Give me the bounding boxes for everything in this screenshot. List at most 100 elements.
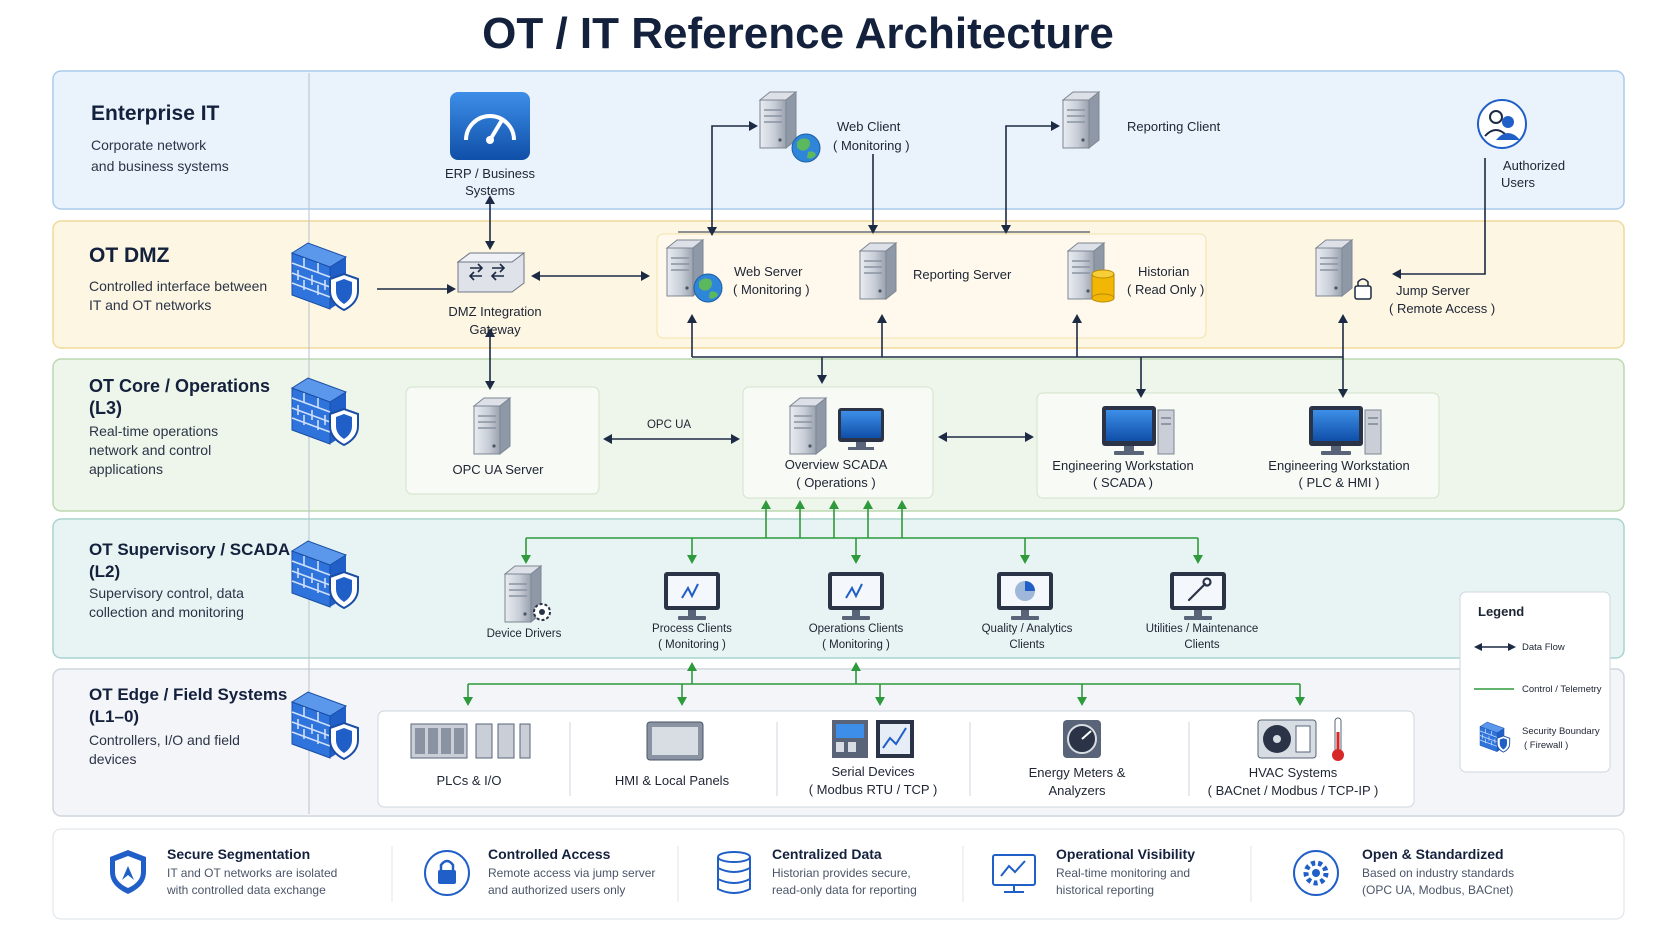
svg-text:Secure Segmentation: Secure Segmentation: [167, 846, 310, 862]
opc-ua-server-node[interactable]: OPC UA Server: [452, 397, 544, 477]
device-drivers-node[interactable]: Device Drivers: [487, 565, 562, 640]
web-server-node[interactable]: Web Server ( Monitoring ): [666, 239, 810, 303]
svg-text:Quality / Analytics: Quality / Analytics: [982, 623, 1073, 635]
svg-text:Authorized: Authorized: [1503, 158, 1565, 173]
hvac-systems-node[interactable]: HVAC Systems ( BACnet / Modbus / TCP-IP …: [1208, 717, 1379, 798]
feature-operational-visibility: Operational Visibility Real-time monitor…: [992, 846, 1195, 897]
svg-text:Historian provides secure,: Historian provides secure,: [772, 866, 911, 880]
web-client-node[interactable]: Web Client ( Monitoring ): [759, 91, 910, 163]
serial-devices-node[interactable]: Serial Devices ( Modbus RTU / TCP ): [809, 720, 938, 797]
globe-icon: [693, 273, 723, 303]
svg-text:Legend: Legend: [1478, 604, 1524, 619]
legend-boundary: Security Boundary ( Firewall ): [1479, 721, 1600, 753]
svg-text:( Firewall ): ( Firewall ): [1524, 740, 1568, 751]
opc-ua-link-label: OPC UA: [647, 419, 691, 431]
process-clients-node[interactable]: Process Clients ( Monitoring ): [652, 572, 732, 651]
svg-text:Centralized Data: Centralized Data: [772, 846, 882, 862]
svg-text:Historian: Historian: [1138, 264, 1189, 279]
gear-icon: [533, 603, 551, 621]
svg-text:OT DMZ: OT DMZ: [89, 244, 170, 267]
svg-text:Energy Meters &: Energy Meters &: [1029, 765, 1126, 780]
svg-text:( Remote Access ): ( Remote Access ): [1389, 301, 1495, 316]
serial-device-icon: [832, 720, 914, 758]
svg-text:( Modbus RTU / TCP ): ( Modbus RTU / TCP ): [809, 782, 938, 797]
quality-analytics-clients-node[interactable]: Quality / Analytics Clients: [982, 572, 1073, 651]
svg-text:Overview SCADA: Overview SCADA: [785, 457, 888, 472]
svg-text:Controlled Access: Controlled Access: [488, 846, 611, 862]
page-title: OT / IT Reference Architecture: [482, 9, 1114, 58]
svg-text:( Monitoring ): ( Monitoring ): [833, 138, 910, 153]
monitor-icon: [838, 408, 884, 450]
svg-text:Open & Standardized: Open & Standardized: [1362, 846, 1504, 862]
legend: Legend Data Flow Control / Telemetry Sec…: [1459, 591, 1611, 773]
svg-text:with controlled data exchange: with controlled data exchange: [166, 883, 326, 897]
reporting-server-node[interactable]: Reporting Server: [859, 242, 1012, 300]
feature-secure-segmentation: Secure Segmentation IT and OT networks a…: [110, 846, 337, 897]
zone-enterprise-it: [52, 70, 1625, 210]
svg-text:OT Edge / Field Systems: OT Edge / Field Systems: [89, 685, 287, 704]
engineering-workstation-scada-node[interactable]: Engineering Workstation ( SCADA ): [1052, 405, 1194, 490]
pie-chart-icon: [1015, 581, 1035, 601]
svg-text:Real-time monitoring and: Real-time monitoring and: [1056, 866, 1190, 880]
svg-text:Engineering Workstation: Engineering Workstation: [1052, 458, 1193, 473]
svg-text:( Operations ): ( Operations ): [796, 475, 875, 490]
svg-text:Operations Clients: Operations Clients: [809, 623, 904, 635]
svg-text:Based on industry standards: Based on industry standards: [1362, 866, 1514, 880]
svg-text:Control / Telemetry: Control / Telemetry: [1522, 684, 1602, 695]
database-icon: [1091, 269, 1115, 303]
legend-data-flow: Data Flow: [1474, 642, 1565, 653]
lock-icon: [424, 850, 470, 896]
legend-control: Control / Telemetry: [1474, 684, 1602, 695]
svg-text:Serial Devices: Serial Devices: [831, 764, 915, 779]
operations-clients-node[interactable]: Operations Clients ( Monitoring ): [809, 572, 904, 651]
svg-text:HMI & Local Panels: HMI & Local Panels: [615, 773, 730, 788]
svg-text:( Monitoring ): ( Monitoring ): [822, 639, 890, 651]
svg-text:( Monitoring ): ( Monitoring ): [658, 639, 726, 651]
svg-text:OPC UA Server: OPC UA Server: [452, 462, 544, 477]
field-devices-box: [377, 710, 1415, 808]
svg-text:Clients: Clients: [1184, 639, 1219, 651]
zone-label-core: OT Core / Operations (L3) Real-time oper…: [89, 376, 270, 477]
utilities-maintenance-clients-node[interactable]: Utilities / Maintenance Clients: [1146, 572, 1259, 651]
engineering-workstation-plc-node[interactable]: Engineering Workstation ( PLC & HMI ): [1268, 405, 1410, 490]
svg-text:Security Boundary: Security Boundary: [1522, 726, 1600, 737]
feature-open-standardized: Open & Standardized Based on industry st…: [1293, 846, 1514, 897]
server-icon: [1315, 239, 1353, 297]
control-arrowheads: [463, 500, 1305, 706]
globe-icon: [791, 133, 821, 163]
server-icon: [473, 397, 511, 455]
svg-text:network and control: network and control: [89, 442, 211, 458]
server-icon: [759, 91, 797, 149]
jump-server-node[interactable]: Jump Server ( Remote Access ): [1315, 239, 1495, 316]
svg-text:( PLC & HMI ): ( PLC & HMI ): [1299, 475, 1380, 490]
overview-scada-node[interactable]: Overview SCADA ( Operations ): [785, 397, 888, 490]
thermometer-icon: [1332, 717, 1344, 761]
field-dividers: [569, 722, 1190, 796]
reporting-client-node[interactable]: Reporting Client: [1062, 91, 1221, 149]
svg-text:Systems: Systems: [465, 183, 515, 198]
svg-text:historical reporting: historical reporting: [1056, 883, 1154, 897]
feature-controlled-access: Controlled Access Remote access via jump…: [424, 846, 655, 897]
svg-text:(L3): (L3): [89, 398, 122, 418]
energy-meters-node[interactable]: Energy Meters & Analyzers: [1029, 720, 1126, 798]
svg-text:DMZ Integration: DMZ Integration: [448, 304, 541, 319]
svg-text:Clients: Clients: [1009, 639, 1044, 651]
svg-text:Utilities / Maintenance: Utilities / Maintenance: [1146, 623, 1259, 635]
monitor-icon: [992, 854, 1036, 893]
database-icon: [717, 851, 751, 894]
dmz-gateway-node[interactable]: DMZ Integration Gateway: [448, 252, 542, 337]
svg-text:(OPC UA, Modbus, BACnet): (OPC UA, Modbus, BACnet): [1362, 883, 1513, 897]
server-icon: [1062, 91, 1100, 149]
erp-node[interactable]: ERP / Business Systems: [445, 92, 536, 198]
plcs-io-node[interactable]: PLCs & I/O: [410, 723, 531, 788]
historian-node[interactable]: Historian ( Read Only ): [1067, 242, 1204, 303]
svg-text:Reporting Client: Reporting Client: [1127, 119, 1221, 134]
hmi-local-panels-node[interactable]: HMI & Local Panels: [615, 721, 730, 788]
svg-text:Process Clients: Process Clients: [652, 623, 732, 635]
svg-text:Engineering Workstation: Engineering Workstation: [1268, 458, 1409, 473]
svg-text:IT and OT networks: IT and OT networks: [89, 297, 211, 313]
svg-text:PLCs & I/O: PLCs & I/O: [436, 773, 501, 788]
svg-text:( SCADA ): ( SCADA ): [1093, 475, 1153, 490]
authorized-users-node[interactable]: Authorized Users: [1477, 99, 1565, 190]
users-icon: [1477, 99, 1527, 149]
